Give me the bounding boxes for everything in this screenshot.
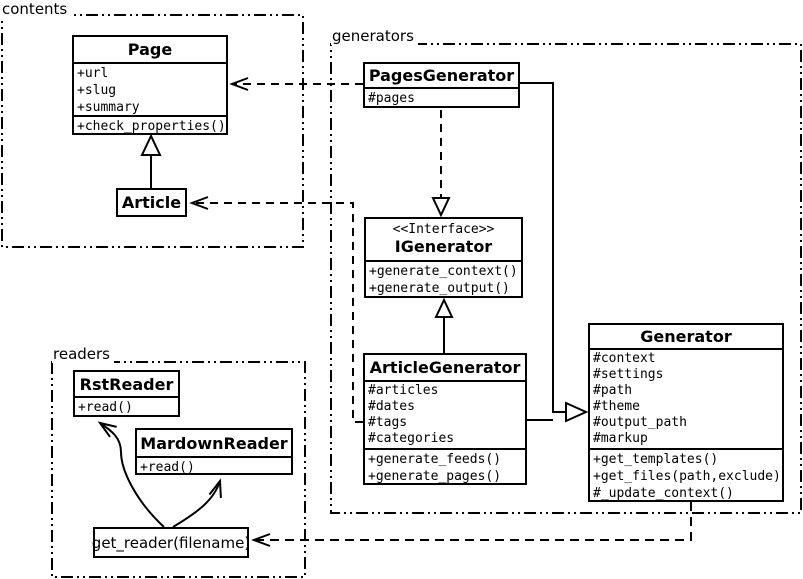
- class-rstreader: RstReader +read(): [73, 370, 180, 417]
- class-markdownreader: MardownReader +read(): [135, 428, 293, 475]
- dependency-generator-getreader: [251, 502, 692, 547]
- class-rstreader-methods: +read(): [75, 396, 178, 415]
- class-generator-methods: +get_templates() +get_files(path,exclude…: [590, 448, 782, 500]
- inheritance-line-pagesgenerator-generator: [520, 82, 566, 413]
- arrow-getreader-rstreader: [97, 421, 165, 528]
- class-page: Page +url +slug +summary +check_properti…: [72, 35, 228, 135]
- interface-igenerator-name: IGenerator: [394, 237, 493, 256]
- inheritance-triangle-igenerator-bottom: [434, 297, 454, 318]
- class-articlegenerator-methods: +generate_feeds() +generate_pages(): [365, 448, 525, 483]
- realization-triangle-igenerator-top: [431, 197, 451, 218]
- function-getreader: get_reader(filename): [92, 527, 250, 558]
- class-rstreader-name: RstReader: [79, 374, 174, 394]
- class-markdownreader-name: MardownReader: [140, 433, 288, 453]
- class-articlegenerator: ArticleGenerator #articles #dates #tags …: [363, 353, 527, 485]
- class-page-name: Page: [127, 40, 173, 59]
- inheritance-triangle-page: [140, 133, 162, 156]
- package-label-contents: contents: [1, 1, 72, 18]
- interface-igenerator-methods: +generate_context() +generate_output(): [366, 260, 521, 296]
- class-pagesgenerator: PagesGenerator #pages: [363, 62, 520, 108]
- class-article: Article: [116, 188, 187, 217]
- dependency-articlegenerator-article: [189, 196, 363, 423]
- class-page-methods: +check_properties(): [74, 115, 226, 133]
- package-label-readers: readers: [52, 346, 114, 363]
- inheritance-triangle-generator: [565, 401, 589, 423]
- package-generators-border: [330, 43, 802, 514]
- arrow-getreader-markdownreader: [172, 478, 222, 528]
- package-label-generators: generators: [331, 28, 418, 45]
- class-generator-attributes: #context #settings #path #theme #output_…: [590, 348, 782, 448]
- interface-igenerator-title: <<Interface>> IGenerator: [366, 219, 521, 260]
- class-pagesgenerator-name: PagesGenerator: [368, 66, 515, 85]
- class-article-name: Article: [121, 193, 182, 212]
- interface-igenerator: <<Interface>> IGenerator +generate_conte…: [364, 217, 523, 298]
- package-readers-border: [51, 361, 306, 578]
- class-markdownreader-methods: +read(): [137, 456, 291, 473]
- class-page-attributes: +url +slug +summary: [74, 62, 226, 115]
- class-generator: Generator #context #settings #path #them…: [588, 323, 784, 502]
- class-articlegenerator-name: ArticleGenerator: [369, 358, 521, 377]
- class-articlegenerator-attributes: #articles #dates #tags #categories: [365, 380, 525, 448]
- interface-stereotype: <<Interface>>: [392, 222, 495, 237]
- class-generator-name: Generator: [640, 327, 732, 346]
- class-pagesgenerator-attributes: #pages: [365, 87, 518, 106]
- package-contents-border: [1, 14, 304, 248]
